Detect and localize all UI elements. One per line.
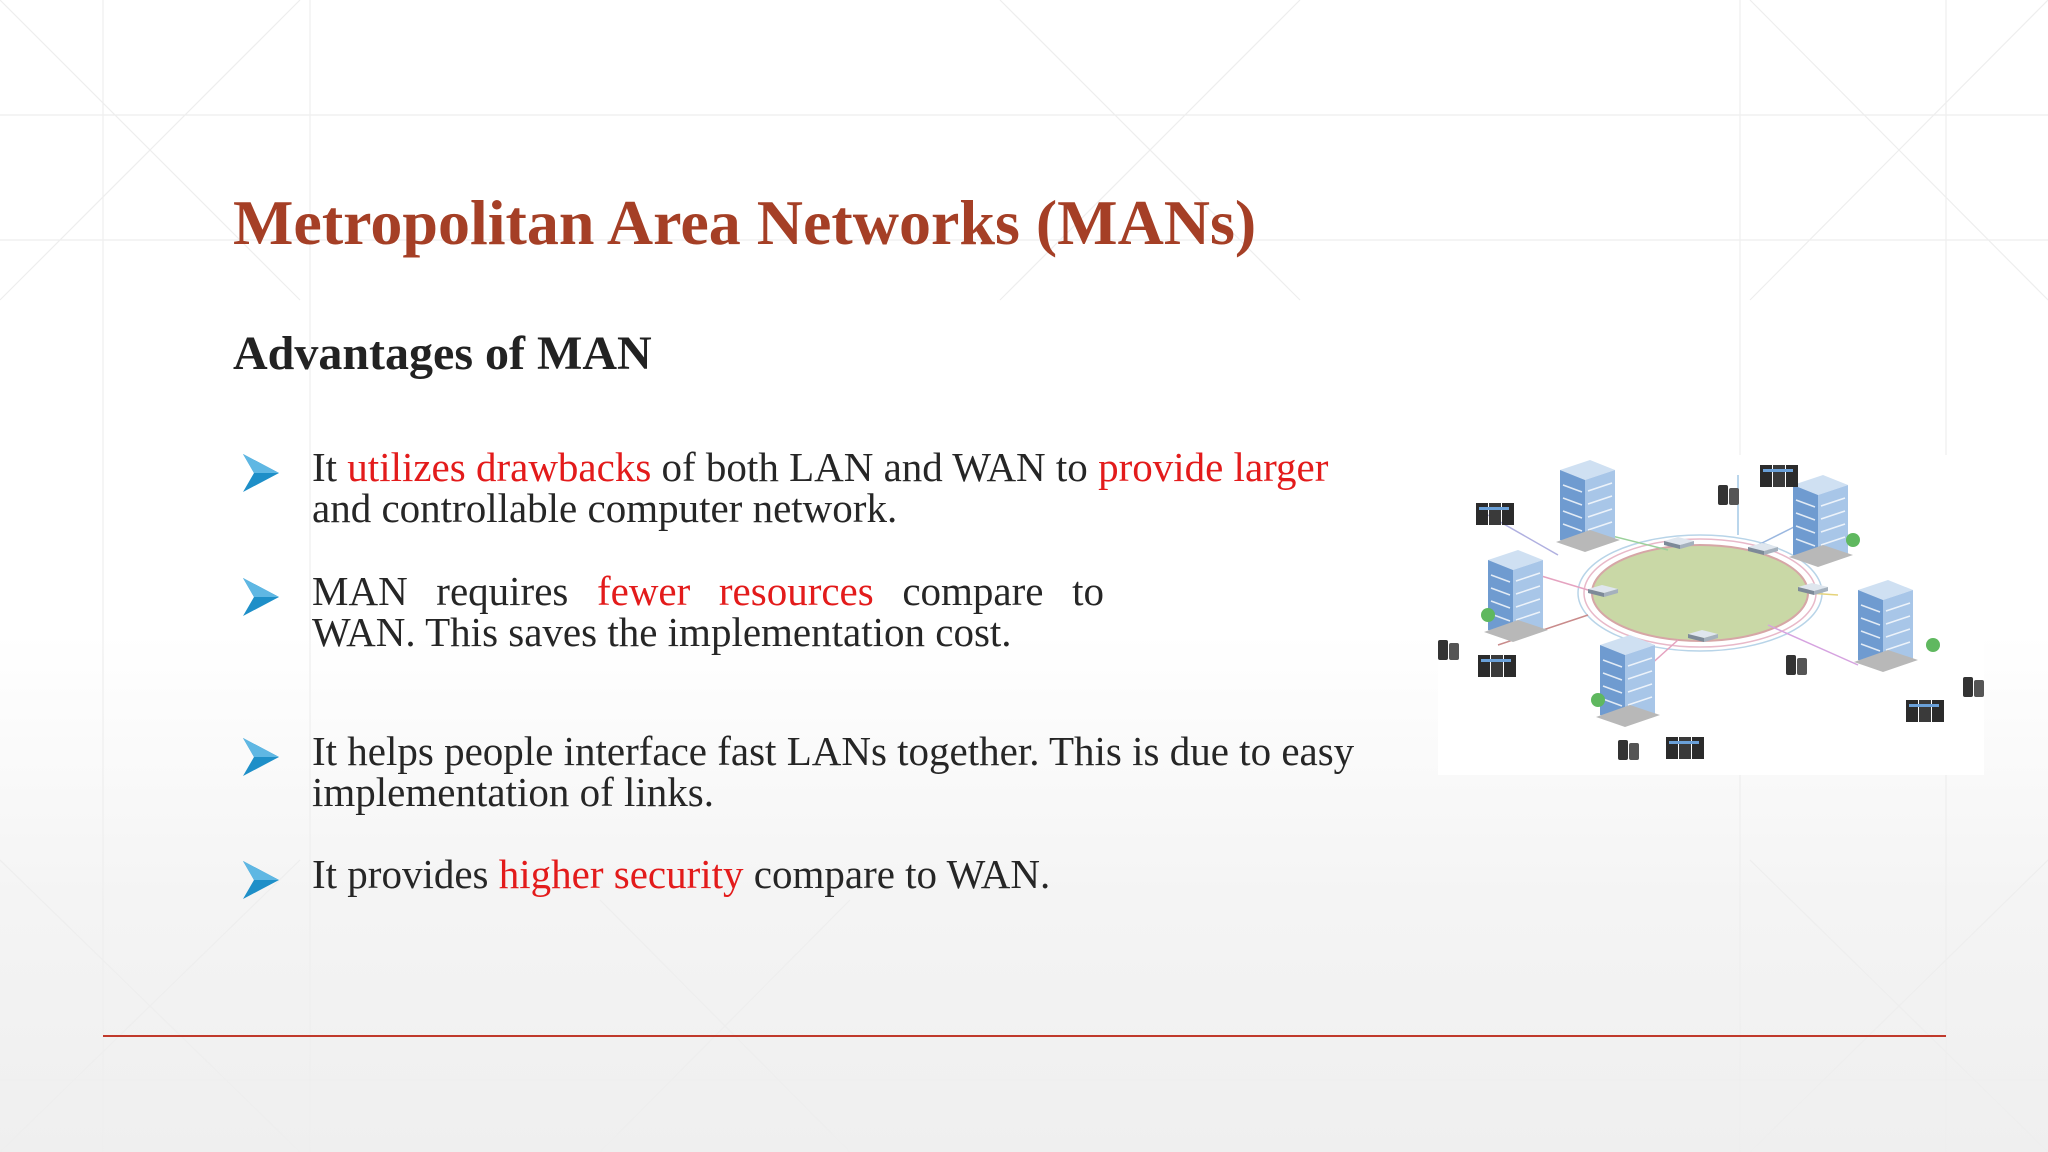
network-diagram-icon [1438,455,1984,775]
arrow-bullet-icon [243,738,279,776]
slide-title: Metropolitan Area Networks (MANs) [233,187,1257,258]
bullet-text: It helps people interface fast LANs toge… [312,731,1380,813]
text-run: It [312,444,348,490]
footer-divider [103,1035,1946,1037]
bullet-line: MAN requires fewer resources compare to [312,571,1104,612]
arrow-bullet-icon [243,861,279,899]
bullet-line: and controllable computer network. [312,485,898,531]
highlight-text: provide larger [1098,444,1329,490]
bullet-text: It provides higher security compare to W… [312,854,1050,895]
bullet-line: It helps people interface fast LANs toge… [312,728,1355,774]
bullet-text: MAN requires fewer resources compare to … [312,571,1104,653]
bullet-line: WAN. This saves the implementation cost. [312,609,1012,655]
bullet-line: implementation of links. [312,769,714,815]
word: to [1072,568,1104,614]
word: compare [902,568,1044,614]
bullet-text: It utilizes drawbacks of both LAN and WA… [312,447,1380,529]
text-run: of both LAN and WAN to [651,444,1099,490]
highlight-text: fewer [596,568,691,614]
text-run: It provides [312,851,499,897]
highlight-text: higher security [498,851,744,897]
highlight-text: utilizes drawbacks [347,444,652,490]
bullet-line: It provides higher security compare to W… [312,854,1050,895]
word: MAN [312,568,408,614]
arrow-bullet-icon [243,578,279,616]
arrow-bullet-icon [243,454,279,492]
highlight-text: resources [718,568,874,614]
word: requires [436,568,569,614]
bullet-line: It utilizes drawbacks of both LAN and WA… [312,447,1380,488]
section-subtitle: Advantages of MAN [233,327,652,380]
text-run: compare to WAN. [743,851,1051,897]
